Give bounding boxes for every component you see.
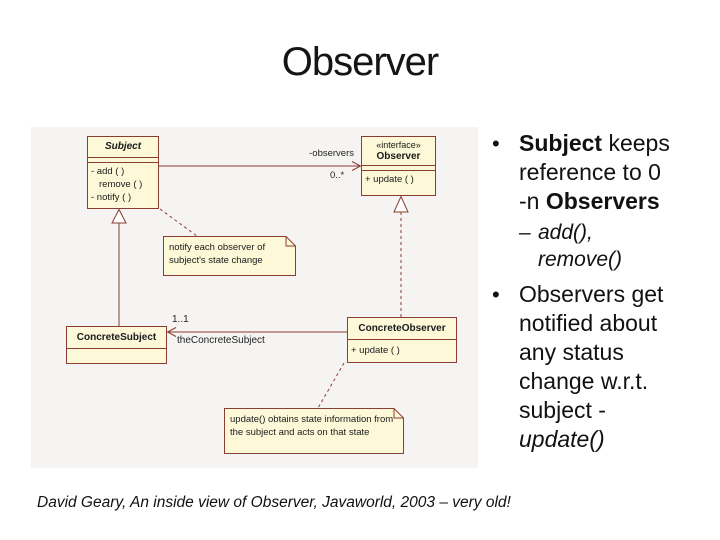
note-shape-notify bbox=[163, 236, 296, 276]
bullet-text: Observers get notified about any status … bbox=[519, 280, 663, 454]
bullet-item-subject: • Subject keeps reference to 0 -n Observ… bbox=[492, 129, 720, 216]
note-shape-update bbox=[224, 408, 404, 454]
uml-methods-compartment: + update ( ) bbox=[348, 340, 456, 357]
uml-note-update: update() obtains state information from … bbox=[230, 414, 394, 438]
note-fold-icon bbox=[285, 236, 296, 247]
uml-note-notify: notify each observer of subject's state … bbox=[169, 242, 266, 266]
uml-attributes-compartment bbox=[362, 166, 435, 171]
uml-class-title: ConcreteSubject bbox=[67, 327, 166, 349]
uml-methods-compartment: - add ( ) remove ( ) - notify ( ) bbox=[88, 163, 158, 204]
bullet-text: Subject keeps reference to 0 -n Observer… bbox=[519, 129, 670, 216]
uml-class-concreteobserver: ConcreteObserver + update ( ) bbox=[347, 317, 457, 363]
uml-class-name: Observer bbox=[376, 151, 421, 162]
uml-method: remove ( ) bbox=[99, 179, 143, 190]
uml-class-title: ConcreteObserver bbox=[348, 318, 456, 340]
open-arrowhead-icon bbox=[351, 161, 362, 171]
uml-connector-layer bbox=[111, 161, 409, 454]
bullet-line: notified about bbox=[519, 310, 658, 336]
open-arrowhead-icon bbox=[166, 327, 177, 337]
uml-attributes-compartment bbox=[88, 158, 158, 163]
hollow-triangle-icon bbox=[111, 208, 127, 224]
uml-class-concretesubject: ConcreteSubject bbox=[66, 326, 167, 364]
uml-class-title: «interface» Observer bbox=[362, 137, 435, 166]
uml-class-subject: Subject - add ( ) remove ( ) - notify ( … bbox=[87, 136, 159, 209]
citation-footer: David Geary, An inside view of Observer,… bbox=[37, 494, 511, 511]
bullet-icon: • bbox=[492, 131, 500, 156]
sub-bullet-dash-icon: – bbox=[519, 221, 531, 244]
bullet-line: remove() bbox=[538, 248, 623, 271]
uml-method: + update ( ) bbox=[365, 174, 414, 185]
uml-class-title: Subject bbox=[88, 137, 158, 158]
hollow-triangle-icon bbox=[393, 195, 409, 213]
association-role-observers: -observers bbox=[309, 148, 354, 159]
bullet-line: subject - bbox=[519, 397, 606, 423]
bullet-item-observers: • Observers get notified about any statu… bbox=[492, 280, 720, 454]
bullet-line: reference to 0 bbox=[519, 159, 661, 185]
uml-interface-observer: «interface» Observer + update ( ) bbox=[361, 136, 436, 196]
association-role-theconcretesubject: theConcreteSubject bbox=[177, 335, 265, 346]
bullet-icon: • bbox=[492, 282, 500, 307]
bullet-line: update() bbox=[519, 426, 605, 452]
uml-methods-compartment: + update ( ) bbox=[362, 171, 435, 186]
bullet-line: -n Observers bbox=[519, 188, 660, 214]
uml-stereotype: «interface» bbox=[376, 140, 421, 150]
association-multiplicity-observers: 0..* bbox=[330, 170, 345, 181]
uml-method: - notify ( ) bbox=[91, 192, 132, 203]
slide-title: Observer bbox=[281, 40, 440, 84]
bullet-line: add(), bbox=[538, 221, 593, 244]
sub-bullet-text: add(), remove() bbox=[538, 219, 622, 273]
uml-diagram-panel: Subject - add ( ) remove ( ) - notify ( … bbox=[31, 127, 478, 468]
bullet-line: change w.r.t. bbox=[519, 368, 649, 394]
note-connector-notify bbox=[159, 208, 198, 237]
bullet-line: Observers get bbox=[519, 281, 664, 307]
uml-method: - add ( ) bbox=[91, 166, 125, 177]
bullet-line: Subject keeps bbox=[519, 130, 670, 156]
note-connector-update bbox=[317, 362, 345, 409]
note-fold-icon bbox=[393, 408, 404, 419]
bullet-line: any status bbox=[519, 339, 624, 365]
uml-method: + update ( ) bbox=[351, 345, 400, 356]
bullet-list: • Subject keeps reference to 0 -n Observ… bbox=[492, 129, 720, 454]
sub-bullet-item-add-remove: – add(), remove() bbox=[519, 219, 720, 273]
association-multiplicity-subject: 1..1 bbox=[172, 314, 189, 325]
